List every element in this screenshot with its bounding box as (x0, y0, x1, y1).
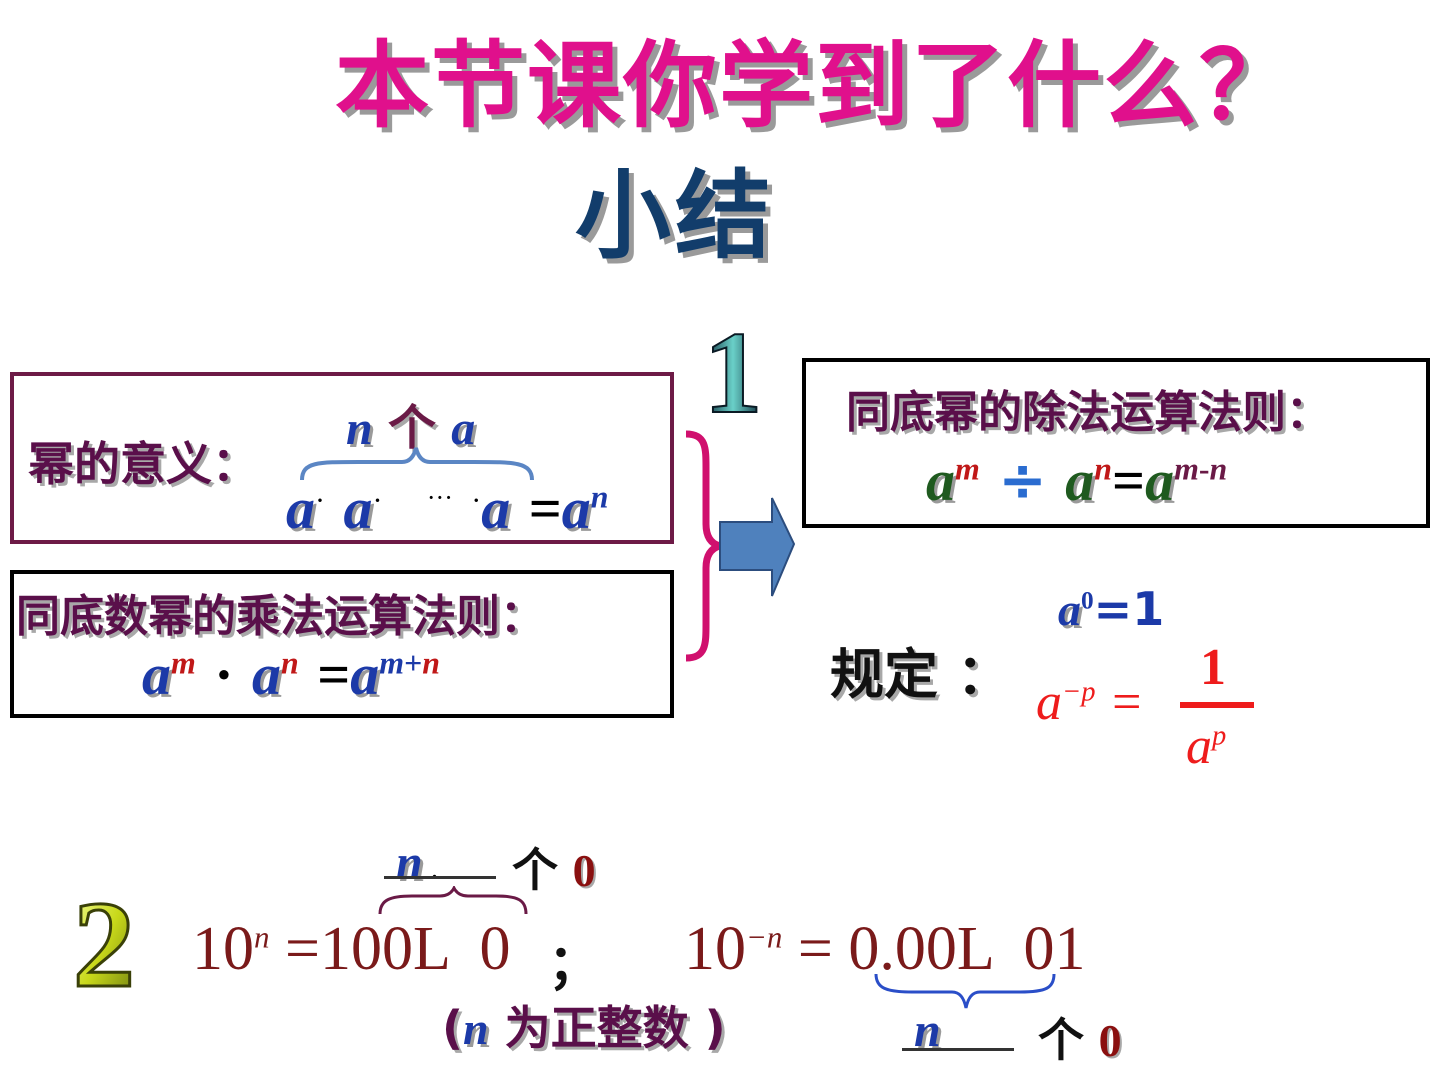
mul-exp-sum: m+n (379, 646, 440, 681)
div-exp-diff: m-n (1174, 452, 1227, 487)
pos-base: 10 (192, 915, 254, 983)
mul-base-2: a (252, 642, 282, 707)
fraction-bar (1180, 702, 1254, 708)
pos-exp: n (254, 919, 270, 955)
negative-power-equation: 10−n = 0.00L 01 (684, 914, 1085, 985)
zero-base: a (1058, 584, 1081, 635)
zero-equals: = (1093, 582, 1133, 636)
positive-integer-note: (n 为正整数 ) (442, 992, 726, 1058)
top-dot: . (430, 852, 439, 885)
neg-exp: −p (1062, 676, 1096, 708)
a-variable: a (451, 402, 476, 455)
note-n: n (463, 1003, 489, 1054)
mul-exp-sum-m: m (379, 645, 405, 681)
result-base: a (561, 476, 591, 541)
div-equals: = (1112, 448, 1146, 513)
pos-equals: = (285, 915, 320, 983)
fraction-numerator: 1 (1200, 639, 1226, 696)
zero-value: 1 (1132, 582, 1165, 636)
multiplication-formula: am · an =am+n (142, 640, 440, 708)
ellipsis: ··· (426, 483, 453, 512)
top-ge: 个 (512, 843, 558, 897)
bottom-underline (902, 1048, 1014, 1051)
mul-exp-m: m (171, 645, 196, 681)
top-underline (384, 876, 496, 879)
div-exp-diff-n: n (1209, 451, 1228, 487)
division-formula: am ÷ an=am-n (926, 446, 1227, 514)
page-title: 本节课你学到了什么？ (335, 32, 1296, 141)
divide-icon: ÷ (998, 446, 1047, 514)
dot-2: · (372, 484, 383, 517)
top-n: n (396, 836, 423, 889)
multiplication-rule-box (10, 570, 674, 718)
div-exp-m: m (955, 451, 980, 487)
power-meaning-label: 幂的意义： (28, 437, 258, 491)
zero-exponent-rule: a0=1 (1058, 582, 1164, 636)
denom-exp: p (1212, 720, 1227, 752)
top-count-label: n. (396, 834, 438, 890)
neg-equals: = (1112, 674, 1142, 731)
neg-pow-base: 10 (684, 915, 746, 983)
result-exponent: n (590, 479, 609, 515)
multiplication-rule-label: 同底数幂的乘法运算法则： (16, 591, 544, 642)
division-rule-label: 同底幂的除法运算法则： (846, 387, 1330, 438)
div-base-1: a (926, 448, 955, 513)
product-brace (300, 447, 534, 481)
bottom-ge-zero: 个 0 (1038, 1004, 1122, 1070)
bottom-zero: 0 (1098, 1015, 1122, 1066)
negative-exponent-lhs: a−p = (1036, 672, 1141, 732)
section-2-number: 2 (73, 884, 135, 996)
section-2-badge: 2 (72, 884, 137, 996)
semicolon: ； (548, 935, 601, 995)
note-text: 为正整数 (504, 1001, 689, 1055)
page-subtitle: 小结 (575, 160, 775, 272)
mul-equals: = (317, 642, 351, 707)
div-exp-diff-m: m (1174, 451, 1199, 487)
mul-exp-n: n (281, 645, 299, 681)
div-base-result: a (1145, 448, 1175, 513)
section-1-badge: 1 (703, 312, 764, 420)
neg-base: a (1036, 674, 1062, 731)
factor-a-2: a (343, 476, 373, 541)
right-arrow-icon (719, 497, 796, 597)
n-ge-a-label: n 个 a (346, 388, 475, 458)
top-brace (378, 886, 528, 915)
division-rule-box (802, 358, 1430, 528)
power-product-expression: a· a· ··· ·a =an (286, 474, 609, 542)
equals-sign: = (528, 476, 562, 541)
denom-base: a (1186, 718, 1212, 775)
dot-3: · (471, 484, 482, 517)
bottom-ge: 个 (1038, 1013, 1084, 1067)
factor-a-1: a (286, 476, 315, 541)
factor-a-n: a (481, 476, 511, 541)
pos-rhs: 100L 0 (319, 915, 511, 983)
div-exp-n: n (1094, 451, 1113, 487)
note-open-paren: ( (442, 1001, 464, 1055)
div-minus: - (1198, 451, 1210, 487)
mul-plus: + (404, 645, 423, 681)
fraction-denominator: ap (1186, 716, 1226, 776)
div-base-2: a (1065, 448, 1095, 513)
mul-dot: · (214, 642, 234, 707)
bottom-brace (874, 973, 1056, 1009)
ge-char: 个 (387, 400, 436, 456)
top-zero: 0 (572, 845, 596, 896)
power-meaning-box (10, 372, 674, 544)
neg-pow-equals: = (797, 915, 833, 983)
convention-label: 规定 ： (830, 643, 1011, 706)
mul-base-result: a (350, 642, 380, 707)
zero-exp: 0 (1081, 586, 1094, 615)
mul-base-1: a (142, 642, 171, 707)
note-close-paren: ) (704, 1001, 726, 1055)
section-1-number: 1 (704, 312, 763, 420)
positive-power-equation: 10n =100L 0 (192, 914, 511, 985)
top-ge-zero: 个 0 (512, 834, 596, 900)
dot-1: · (315, 484, 325, 517)
neg-pow-rhs: 0.00L 01 (848, 915, 1086, 983)
n-variable: n (346, 402, 373, 455)
neg-pow-exp: −n (746, 919, 783, 955)
mul-exp-sum-n: n (422, 645, 441, 681)
